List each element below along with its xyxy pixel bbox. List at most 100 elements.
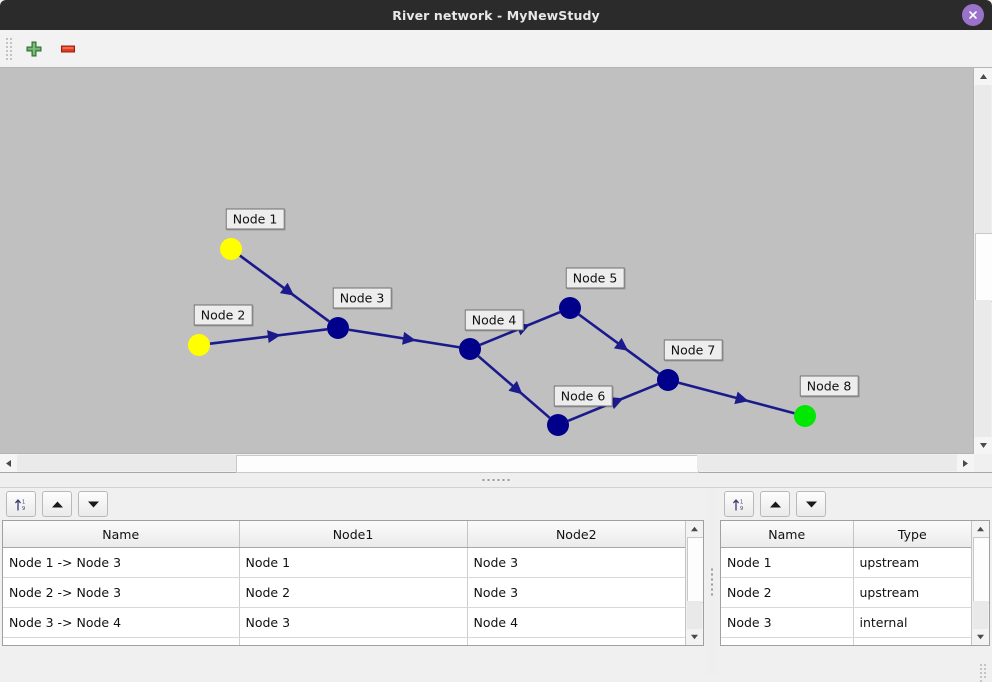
close-icon	[969, 11, 977, 19]
remove-node-button[interactable]	[55, 36, 81, 62]
node-label-node-1[interactable]: Node 1	[225, 208, 285, 230]
reach-cell[interactable]: Node 3	[239, 607, 468, 638]
graph-node-node-1[interactable]	[220, 238, 242, 260]
reach-column-header[interactable]: Node1	[239, 521, 468, 548]
node-cell[interactable]: Node 1	[721, 547, 854, 578]
node-sort-button[interactable]: 1 9	[724, 491, 754, 517]
node-label-node-8[interactable]: Node 8	[799, 375, 859, 397]
graph-node-node-2[interactable]	[188, 334, 210, 356]
reach-cell[interactable]: Node 4 -> Node 5	[3, 637, 240, 645]
reach-sort-button[interactable]: 1 9	[6, 491, 36, 517]
node-cell[interactable]: Node 4	[721, 637, 854, 645]
reach-cell[interactable]: Node 2	[239, 577, 468, 608]
triangle-up-icon	[977, 526, 985, 532]
splitter-grip	[482, 479, 510, 481]
reach-scroll-track[interactable]	[687, 601, 702, 629]
vertical-splitter[interactable]	[706, 488, 718, 676]
scroll-left-button[interactable]	[0, 454, 17, 472]
reach-column-header[interactable]: Node2	[467, 521, 685, 548]
reach-scroll-down-button[interactable]	[686, 629, 703, 645]
reach-cell[interactable]: Node 3 -> Node 4	[3, 607, 240, 638]
node-label-node-4[interactable]: Node 4	[464, 309, 524, 331]
node-cell[interactable]: internal	[853, 607, 972, 638]
reach-scroll-up-button[interactable]	[686, 521, 703, 537]
graph-node-node-3[interactable]	[327, 317, 349, 339]
triangle-down-icon	[691, 634, 698, 640]
canvas-horizontal-scrollbar[interactable]	[0, 453, 974, 473]
reach-cell[interactable]: Node 4	[239, 637, 468, 645]
edge-arrow-icon	[734, 391, 749, 405]
node-scroll-up-button[interactable]	[972, 521, 990, 537]
reach-move-up-button[interactable]	[42, 491, 72, 517]
scroll-up-button[interactable]	[974, 68, 992, 85]
node-label-node-2[interactable]: Node 2	[193, 304, 253, 326]
node-cell[interactable]: Node 3	[721, 607, 854, 638]
reach-table-vertical-scrollbar[interactable]	[685, 521, 703, 645]
add-node-button[interactable]	[21, 36, 47, 62]
sort-icon: 1 9	[14, 498, 25, 512]
reach-column-header[interactable]: Name	[3, 521, 240, 548]
canvas-hscroll-track-left[interactable]	[17, 455, 236, 471]
sort-icon: 1 9	[732, 498, 743, 512]
canvas-hscroll-track-right[interactable]	[697, 455, 957, 471]
reach-cell[interactable]: Node 1	[239, 547, 468, 578]
graph-node-node-6[interactable]	[547, 414, 569, 436]
node-cell[interactable]: upstream	[853, 547, 972, 578]
node-scroll-thumb[interactable]	[973, 537, 990, 603]
node-move-up-button[interactable]	[760, 491, 790, 517]
reach-scroll-thumb[interactable]	[687, 537, 703, 603]
canvas-vscroll-track-upper[interactable]	[975, 85, 991, 233]
node-column-header[interactable]: Name	[721, 521, 854, 548]
graph-node-node-4[interactable]	[459, 338, 481, 360]
node-cell[interactable]: internal	[853, 637, 972, 645]
canvas-hscroll-thumb[interactable]	[236, 455, 699, 473]
node-table-vertical-scrollbar[interactable]	[971, 521, 990, 645]
node-cell[interactable]: Node 2	[721, 577, 854, 608]
edge-arrow-icon	[609, 397, 624, 410]
river-network-graph[interactable]: Node 1 Node 2 Node 3 Node 4 Node 5 Node 6 Node…	[0, 68, 974, 454]
node-scroll-track[interactable]	[973, 601, 989, 629]
node-label-node-7[interactable]: Node 7	[663, 339, 723, 361]
canvas-vscroll-thumb[interactable]	[975, 233, 992, 302]
reach-cell[interactable]: Node 1 -> Node 3	[3, 547, 240, 578]
node-scroll-down-button[interactable]	[972, 629, 990, 645]
canvas-vscroll-track-lower[interactable]	[975, 300, 991, 437]
graph-node-node-7[interactable]	[657, 369, 679, 391]
reach-cell[interactable]: Node 2 -> Node 3	[3, 577, 240, 608]
triangle-down-icon	[977, 634, 985, 640]
node-column-header[interactable]: Type	[853, 521, 972, 548]
table-row[interactable]: Node 4internal	[721, 637, 972, 645]
reach-cell[interactable]: Node 4	[467, 607, 685, 638]
node-label-node-5[interactable]: Node 5	[565, 267, 625, 289]
scroll-down-button[interactable]	[974, 437, 992, 454]
node-move-down-button[interactable]	[796, 491, 826, 517]
window-resize-grip[interactable]	[980, 664, 989, 682]
close-button[interactable]	[962, 4, 984, 26]
graph-node-node-8[interactable]	[794, 405, 816, 427]
node-label-node-6[interactable]: Node 6	[553, 385, 613, 407]
node-label-node-3[interactable]: Node 3	[332, 287, 392, 309]
reach-move-down-button[interactable]	[78, 491, 108, 517]
scroll-right-button[interactable]	[957, 454, 974, 472]
reach-cell[interactable]: Node 5	[467, 637, 685, 645]
node-cell[interactable]: upstream	[853, 577, 972, 608]
reach-cell[interactable]: Node 3	[467, 547, 685, 578]
horizontal-splitter[interactable]	[0, 473, 992, 488]
reach-cell[interactable]: Node 3	[467, 577, 685, 608]
graph-node-node-5[interactable]	[559, 297, 581, 319]
canvas-vertical-scrollbar[interactable]	[973, 68, 992, 454]
toolbar-drag-handle[interactable]	[6, 37, 13, 60]
